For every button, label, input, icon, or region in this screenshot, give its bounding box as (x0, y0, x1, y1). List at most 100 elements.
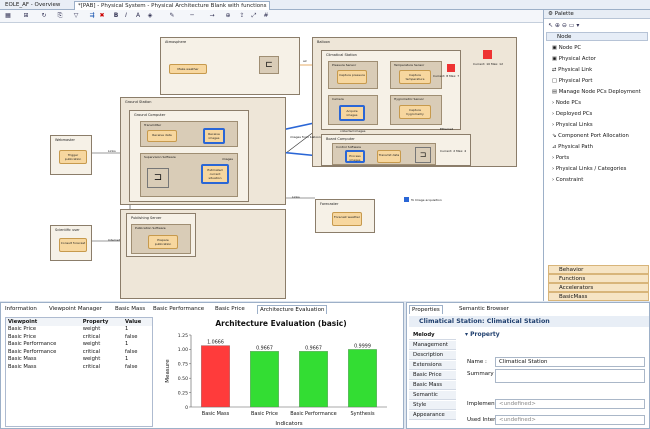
tab-semantic-browser[interactable]: Semantic Browser (459, 306, 509, 312)
used-interfaces-field[interactable]: <undefined> (495, 415, 645, 425)
publication-software[interactable]: Publication Software Prepare publication (131, 224, 191, 254)
transmit-data-function[interactable]: Transmit data (377, 150, 401, 163)
palette-item-node-pc[interactable]: ▣ Node PC (552, 45, 582, 51)
camera-node[interactable]: Camera Acquire images (328, 95, 378, 125)
header-property[interactable]: Property (82, 318, 109, 325)
palette-item-constraint[interactable]: › Constraint (552, 177, 584, 183)
layout-icon[interactable]: ⊞ (23, 12, 29, 19)
font-color-icon[interactable]: A (135, 12, 141, 19)
consult-forecast-function[interactable]: Consult forecast (59, 238, 87, 252)
export-icon[interactable]: ⇪ (239, 12, 245, 19)
tab-basic-mass[interactable]: Basic Mass (115, 306, 146, 312)
side-tab-basic-mass[interactable]: Basic Mass (409, 381, 456, 390)
palette-tools[interactable]: ↖ ⊕ ⊖ ▭ ▾ (548, 22, 580, 29)
arrange-icon[interactable]: ⇶ (89, 12, 95, 19)
capture-temperature-function[interactable]: Capture temperature (399, 70, 431, 84)
name-field[interactable]: Climatical Station (495, 357, 645, 367)
palette-item-port-allocation[interactable]: ⇘ Component Port Allocation (552, 133, 629, 139)
palette-item-link-categories[interactable]: › Physical Links / Categories (552, 166, 627, 172)
capture-hygrometry-function[interactable]: Capture hygrometry (399, 105, 431, 119)
palette-item-physical-link[interactable]: ⇄ Physical Link (552, 67, 593, 73)
side-tab-semantic[interactable]: Semantic (409, 391, 456, 400)
side-tab-style[interactable]: Style (409, 401, 456, 410)
bold-icon[interactable]: B (113, 12, 119, 19)
tab-overview[interactable]: EOLE_AF - Overview (5, 2, 61, 8)
copy-format-icon[interactable]: ⎘ (57, 12, 63, 19)
make-weather-function[interactable]: Make weather (169, 64, 207, 74)
control-software[interactable]: Control Software Process images Transmit… (332, 143, 436, 165)
acquire-images-function[interactable]: Acquire images (339, 105, 365, 121)
trigger-publication-function[interactable]: Trigger publication (59, 150, 87, 164)
temperature-sensor[interactable]: Temperature Sensor Capture temperature (390, 61, 442, 89)
prepare-publication-function[interactable]: Prepare publication (148, 235, 178, 249)
tab-properties[interactable]: Properties (409, 305, 443, 314)
scientific-user-actor[interactable]: Scientific user Consult forecast (50, 225, 92, 261)
hygrometric-sensor[interactable]: Hygrometric Sensor Capture hygrometry (390, 95, 442, 125)
side-tab-extensions[interactable]: Extensions (409, 361, 456, 370)
side-tab-basic-price[interactable]: Basic Price (409, 371, 456, 380)
palette-item-physical-links[interactable]: › Physical Links (552, 122, 593, 128)
ground-computer-node[interactable]: Ground Computer Transmitter Receive data… (129, 110, 249, 202)
implemented-interfaces-field[interactable]: <undefined> (495, 399, 645, 409)
italic-icon[interactable]: I (125, 12, 127, 19)
tab-information[interactable]: Information (5, 306, 37, 312)
tab-basic-performance[interactable]: Basic Performance (153, 306, 205, 312)
board-computer-node[interactable]: Board Computer Control Software Process … (321, 134, 471, 166)
balloon-node[interactable]: Balloon Climatical Station Pressure Sens… (312, 37, 517, 167)
drawer-accelerators[interactable]: Accelerators (548, 283, 649, 292)
node-section[interactable]: Node (546, 32, 648, 41)
header-viewpoint[interactable]: Viewpoint (8, 318, 38, 325)
drawer-basicmass[interactable]: BasicMass (548, 292, 649, 301)
drawer-behavior[interactable]: Behavior (548, 265, 649, 274)
side-tab-melody-advance[interactable]: Melody Advance (409, 331, 456, 347)
webmaster-actor[interactable]: Webmaster Trigger publication (50, 135, 92, 175)
side-tab-appearance[interactable]: Appearance (409, 411, 456, 420)
forecast-weather-function[interactable]: Forecast weather (332, 212, 362, 226)
ground-station-node[interactable]: Ground Station Ground Computer Transmitt… (120, 97, 286, 205)
atmosphere-node[interactable]: Atmosphere Make weather ⊏ (160, 37, 300, 95)
delete-icon[interactable]: ✖ (99, 12, 105, 19)
diagram-canvas[interactable]: Atmosphere Make weather ⊏ Balloon Climat… (0, 23, 543, 301)
receive-data-function[interactable]: Receive data (147, 130, 177, 142)
palette-item-physical-actor[interactable]: ▣ Physical Actor (552, 56, 596, 62)
tab-pab-diagram[interactable]: *[PAB] - Physical System - Physical Arch… (74, 1, 270, 10)
forecaster-actor[interactable]: Forecaster Forecast weather (315, 199, 375, 233)
palette-item-deployed-pcs[interactable]: › Deployed PCs (552, 111, 593, 117)
refresh-icon[interactable]: ↻ (41, 12, 47, 19)
filter-icon[interactable]: ▽ (73, 12, 79, 19)
line-color-icon[interactable]: ✎ (169, 12, 175, 19)
tab-basic-price[interactable]: Basic Price (215, 306, 245, 312)
tab-viewpoint-manager[interactable]: Viewpoint Manager (49, 306, 102, 312)
side-tab-management[interactable]: Management (409, 341, 456, 350)
line-style-icon[interactable]: ─ (190, 12, 194, 19)
estimated-situation-function[interactable]: Estimated current situation (201, 164, 229, 184)
tab-architecture-evaluation[interactable]: Architecture Evaluation (257, 305, 328, 314)
grid-icon[interactable]: # (263, 12, 269, 19)
receive-images-function[interactable]: Receive images (203, 128, 225, 144)
palette-item-ports[interactable]: › Ports (552, 155, 570, 161)
palette-item-manage-deployment[interactable]: ▤ Manage Node PCs Deployment (552, 89, 641, 95)
publishing-server-node[interactable]: Publishing Server Publication Software P… (126, 213, 196, 257)
palette-item-node-pcs[interactable]: › Node PCs (552, 100, 581, 106)
header-value[interactable]: Value (125, 318, 142, 325)
palette-item-physical-port[interactable]: □ Physical Port (552, 78, 593, 84)
drawer-functions[interactable]: Functions (548, 274, 649, 283)
zoom-icon[interactable]: ⊕ (225, 12, 231, 19)
palette-item-physical-path[interactable]: ⊿ Physical Path (552, 144, 593, 150)
fill-color-icon[interactable]: ◈ (147, 12, 153, 19)
side-tab-description[interactable]: Description (409, 351, 456, 360)
arrow-style-icon[interactable]: → (209, 12, 215, 19)
climatical-station-node[interactable]: Climatical Station Pressure Sensor Captu… (321, 50, 461, 130)
summary-field[interactable] (495, 369, 645, 383)
process-images-function[interactable]: Process images (345, 150, 365, 163)
capture-pressure-function[interactable]: Capture pressure (337, 70, 367, 84)
transmitter-node[interactable]: Transmitter Receive data Receive images (140, 121, 238, 147)
pressure-sensor[interactable]: Pressure Sensor Capture pressure (328, 61, 378, 89)
select-tool-icon[interactable]: ▦ (5, 12, 11, 19)
